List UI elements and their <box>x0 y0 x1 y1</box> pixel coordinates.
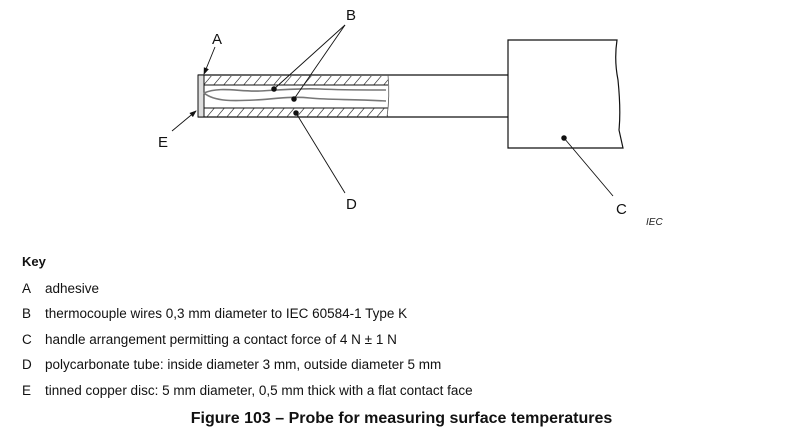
key-text: tinned copper disc: 5 mm diameter, 0,5 m… <box>45 383 473 398</box>
handle <box>507 39 624 149</box>
key-letter: B <box>22 306 32 321</box>
key-text: adhesive <box>45 281 100 296</box>
label-a: A <box>212 31 222 48</box>
label-e: E <box>158 134 168 151</box>
leader-lines <box>171 24 614 197</box>
iec-credit: IEC <box>646 217 663 228</box>
key-letter: D <box>22 357 32 372</box>
key-letter: A <box>22 281 32 296</box>
thermocouple-wires <box>203 87 387 102</box>
label-c: C <box>616 201 627 218</box>
copper-disc <box>197 74 205 118</box>
probe-diagram: A B E D C IEC <box>158 7 663 228</box>
label-b: B <box>346 7 356 24</box>
caption-text: Figure 103 – Probe for measuring surface… <box>190 410 613 427</box>
polycarbonate-tube <box>198 74 508 118</box>
key-text: thermocouple wires 0,3 mm diameter to IE… <box>45 306 408 321</box>
key-title: Key <box>22 254 46 269</box>
figure-caption: Figure 103 – Probe for measuring surface… <box>0 410 799 428</box>
key-letter: C <box>22 332 32 347</box>
key-letter: E <box>22 383 32 398</box>
key-text: polycarbonate tube: inside diameter 3 mm… <box>45 357 442 372</box>
label-d: D <box>346 196 357 213</box>
key-text: handle arrangement permitting a contact … <box>45 332 397 347</box>
